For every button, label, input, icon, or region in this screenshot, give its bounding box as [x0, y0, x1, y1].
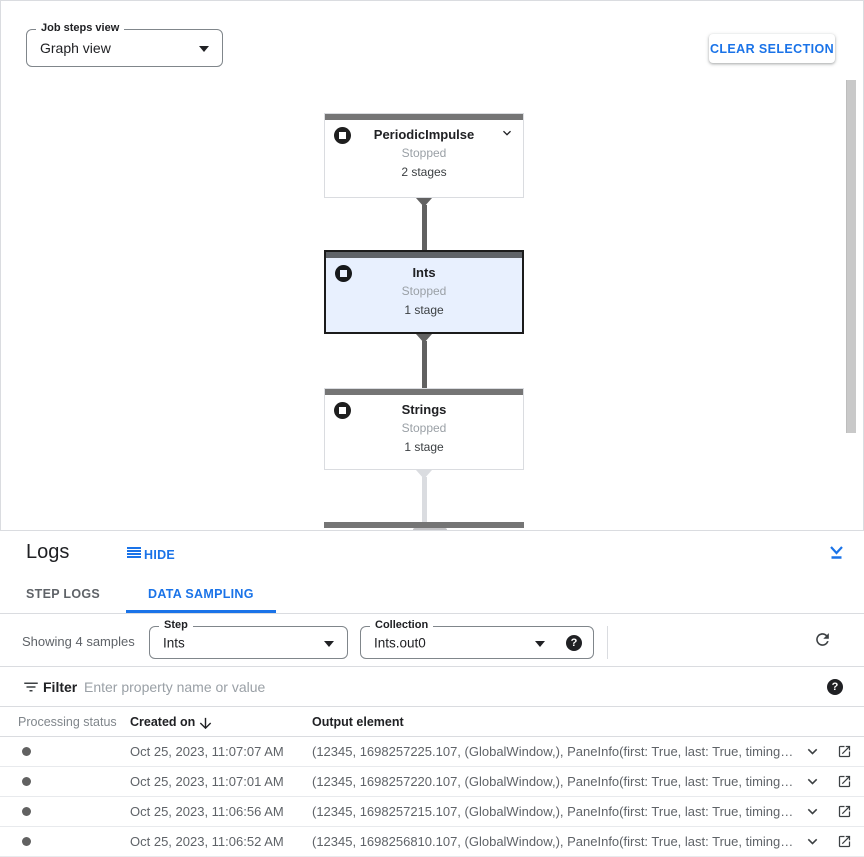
logs-panel: Logs HIDE STEP LOGS DATA SAMPLING Showin…	[0, 530, 864, 857]
filter-input[interactable]	[84, 678, 724, 695]
logs-panel-title: Logs	[26, 541, 70, 563]
arrowhead-icon	[416, 470, 432, 479]
hide-logs-button[interactable]: HIDE	[127, 546, 175, 564]
filter-bar[interactable]: Filter	[0, 667, 864, 707]
node-status: Stopped	[401, 284, 447, 298]
open-in-new-icon[interactable]	[837, 834, 852, 852]
expand-row-icon[interactable]	[803, 742, 822, 764]
table-header-row: Processing status Created on Output elem…	[0, 707, 864, 737]
samples-count-text: Showing 4 samples	[22, 634, 135, 649]
node-stage-count: 1 stage	[404, 440, 444, 454]
open-in-new-icon[interactable]	[837, 774, 852, 792]
job-steps-view-select[interactable]: Job steps view Graph view	[26, 22, 223, 67]
arrowhead-icon	[416, 334, 432, 343]
expand-row-icon[interactable]	[803, 802, 822, 824]
hidden-node-top-bar	[324, 522, 524, 528]
tab-step-logs[interactable]: STEP LOGS	[26, 587, 101, 601]
edge-periodicimpulse-to-ints	[324, 198, 524, 250]
node-top-bar	[325, 389, 523, 395]
divider	[607, 626, 608, 659]
created-on-cell: Oct 25, 2023, 11:07:01 AM	[130, 774, 284, 789]
edge-strings-down	[324, 470, 524, 522]
node-top-bar	[325, 114, 523, 120]
output-element-cell: (12345, 1698256810.107, (GlobalWindow,),…	[312, 834, 794, 849]
arrowhead-icon	[416, 198, 432, 207]
node-stage-count: 2 stages	[401, 165, 447, 179]
node-status: Stopped	[401, 421, 447, 435]
graph-node-periodicimpulse[interactable]: PeriodicImpulse Stopped 2 stages	[324, 113, 524, 198]
edge-ints-to-strings	[324, 334, 524, 388]
job-steps-view-label: Job steps view	[36, 22, 125, 34]
collapse-panel-icon[interactable]	[828, 545, 845, 565]
table-row: Oct 25, 2023, 11:07:01 AM (12345, 169825…	[0, 767, 864, 797]
sort-descending-icon[interactable]	[197, 715, 214, 735]
processing-status-dot	[22, 777, 31, 786]
table-row: Oct 25, 2023, 11:07:07 AM (12345, 169825…	[0, 737, 864, 767]
column-created-on[interactable]: Created on	[130, 715, 196, 729]
job-steps-view-value: Graph view	[40, 40, 111, 56]
node-title: PeriodicImpulse	[373, 127, 475, 142]
created-on-cell: Oct 25, 2023, 11:06:52 AM	[130, 834, 284, 849]
node-status: Stopped	[401, 146, 447, 160]
processing-status-dot	[22, 837, 31, 846]
filter-help-icon[interactable]	[827, 679, 843, 695]
output-element-cell: (12345, 1698257215.107, (GlobalWindow,),…	[312, 804, 794, 819]
clear-selection-button[interactable]: CLEAR SELECTION	[709, 34, 835, 63]
node-top-bar	[326, 252, 522, 258]
column-processing-status: Processing status	[18, 715, 117, 729]
expand-row-icon[interactable]	[803, 772, 822, 794]
created-on-cell: Oct 25, 2023, 11:07:07 AM	[130, 744, 284, 759]
column-output-element: Output element	[312, 715, 404, 729]
table-row: Oct 25, 2023, 11:06:52 AM (12345, 169825…	[0, 827, 864, 857]
sampling-controls-row: Showing 4 samples Step Ints Collection I…	[0, 614, 864, 667]
refresh-icon[interactable]	[813, 630, 832, 654]
created-on-cell: Oct 25, 2023, 11:06:56 AM	[130, 804, 284, 819]
node-title: Ints	[412, 265, 436, 280]
filter-icon	[22, 678, 40, 701]
collection-select-label: Collection	[370, 619, 434, 631]
graph-node-strings[interactable]: Strings Stopped 1 stage	[324, 388, 524, 470]
graph-node-ints[interactable]: Ints Stopped 1 stage	[324, 250, 524, 334]
step-select[interactable]: Step Ints	[149, 619, 348, 659]
vertical-scrollbar[interactable]	[846, 80, 856, 433]
output-element-cell: (12345, 1698257225.107, (GlobalWindow,),…	[312, 744, 794, 759]
stop-circle-icon	[334, 402, 351, 419]
node-title: Strings	[401, 402, 447, 417]
output-element-cell: (12345, 1698257220.107, (GlobalWindow,),…	[312, 774, 794, 789]
filter-label: Filter	[43, 678, 78, 695]
stop-circle-icon	[334, 127, 351, 144]
log-lines-icon	[127, 546, 141, 564]
dropdown-arrow-icon	[324, 640, 334, 647]
table-row: Oct 25, 2023, 11:06:56 AM (12345, 169825…	[0, 797, 864, 827]
collection-select[interactable]: Collection Ints.out0	[360, 619, 594, 659]
collection-select-value: Ints.out0	[374, 635, 426, 650]
dropdown-arrow-icon	[535, 640, 545, 647]
collection-help-icon[interactable]	[566, 634, 582, 651]
expand-row-icon[interactable]	[803, 832, 822, 854]
logs-tab-bar: STEP LOGS DATA SAMPLING	[0, 575, 864, 614]
step-select-label: Step	[159, 619, 193, 631]
processing-status-dot	[22, 747, 31, 756]
tab-data-sampling[interactable]: DATA SAMPLING	[126, 575, 276, 613]
open-in-new-icon[interactable]	[837, 804, 852, 822]
processing-status-dot	[22, 807, 31, 816]
dropdown-arrow-icon	[199, 46, 209, 52]
chevron-down-icon[interactable]	[499, 125, 515, 146]
node-stage-count: 1 stage	[404, 303, 444, 317]
step-select-value: Ints	[163, 635, 185, 650]
stop-circle-icon	[335, 265, 352, 282]
hide-logs-label: HIDE	[144, 548, 176, 562]
open-in-new-icon[interactable]	[837, 744, 852, 762]
